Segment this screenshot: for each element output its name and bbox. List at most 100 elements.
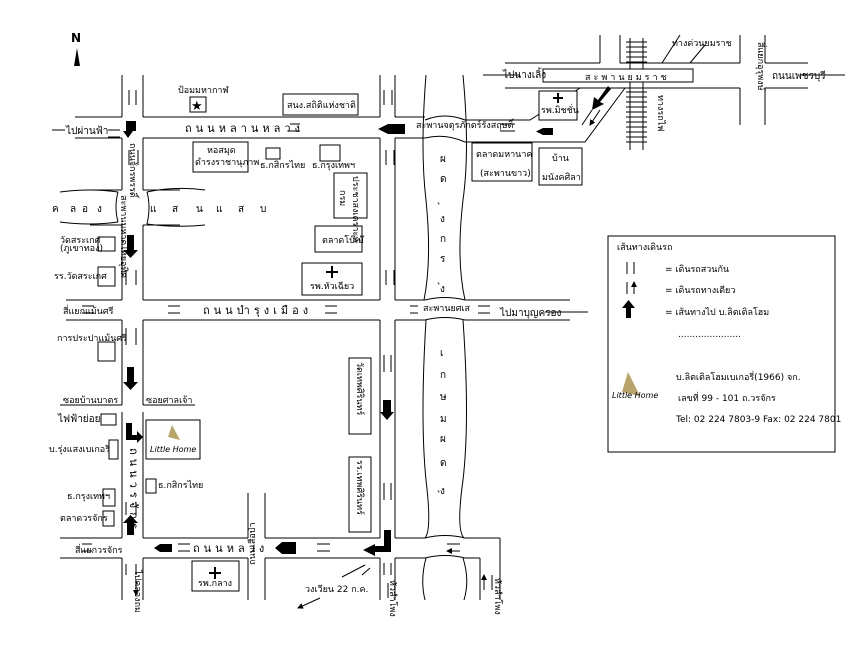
khlong-saen-saep-canal bbox=[59, 187, 206, 227]
road-label-luang: ถนนหลวง bbox=[193, 542, 268, 555]
traffic-arrows bbox=[52, 74, 845, 608]
svg-text:ง: ง bbox=[440, 214, 445, 225]
place-pom-mahakan: ป้อมมหากาฬ bbox=[178, 85, 229, 96]
svg-text:ร: ร bbox=[440, 254, 446, 265]
svg-text:บ: บ bbox=[260, 204, 266, 215]
place-krungthep-2: ธ.กรุงเทพฯ bbox=[67, 492, 110, 502]
legend-company: บ.ลิตเติลโฮมเบเกอรี่(1966) จก. bbox=[676, 370, 801, 383]
star-icon: ★ bbox=[191, 99, 203, 114]
legend-item-route: = เส้นทางไป บ.ลิตเติลโฮม bbox=[665, 307, 769, 318]
direction-hua-lamphong-1: หัวลำโพง bbox=[387, 580, 398, 617]
legend-logo: Little Home bbox=[612, 372, 658, 400]
buildings bbox=[97, 68, 694, 592]
place-waterworks: การประปาแม้นศรี bbox=[57, 333, 127, 344]
svg-text:ก: ก bbox=[440, 370, 446, 381]
place-mission-hospital: รพ.มิชชั่น bbox=[541, 103, 579, 116]
svg-text:Little Home: Little Home bbox=[150, 445, 196, 454]
svg-text:เ: เ bbox=[440, 348, 443, 359]
road-label-lan-luang: ถนนหลานหลวง bbox=[185, 122, 304, 135]
direction-hua-lamphong-2: หัวลำโพง bbox=[492, 578, 503, 615]
expressway-label: ทางด่วนยมราช bbox=[672, 39, 732, 49]
place-bakery-shop: บ.รุ่งแสงเบเกอรี่ bbox=[49, 442, 110, 455]
legend-dots: ...................... bbox=[678, 330, 741, 340]
place-thep-school: รร.เทพศิรินทร์ bbox=[354, 460, 366, 515]
place-wat-saket-1: วัดสระเกศ bbox=[60, 236, 101, 246]
railway-label: ทางรถไฟ bbox=[655, 95, 666, 132]
svg-text:ง: ง bbox=[97, 204, 102, 215]
svg-text:N: N bbox=[71, 31, 81, 45]
svg-text:ค: ค bbox=[52, 204, 59, 215]
place-worachak-market: ตลาดวรจักร bbox=[60, 514, 108, 524]
place-mahanak-market-1: ตลาดมหานาค bbox=[476, 150, 532, 160]
svg-text:Little Home: Little Home bbox=[612, 391, 658, 400]
place-library-2: ดำรงราชานุภาพ bbox=[195, 157, 259, 168]
legend-item-two-way: = เดินรถสวนกัน bbox=[665, 264, 729, 275]
route-arrows bbox=[123, 86, 611, 556]
place-hua-chiew: รพ.หัวเฉียว bbox=[310, 281, 354, 292]
svg-text:ก: ก bbox=[440, 234, 446, 245]
bridge-kasat-suek: สะพานยศเส bbox=[423, 304, 471, 314]
north-arrow-icon: N bbox=[71, 31, 81, 66]
soi-ban-bat: ซอยบ้านบาตร bbox=[63, 395, 118, 406]
place-wat-saket-2: (ภูเขาทอง) bbox=[60, 244, 103, 254]
legend-arrow-icons bbox=[626, 262, 634, 294]
svg-text:ง: ง bbox=[440, 284, 445, 295]
svg-text:ษ: ษ bbox=[440, 392, 447, 403]
direction-khlong-thom: ไปคลองถม bbox=[132, 569, 143, 613]
legend-item-one-way: = เดินรถทางเดียว bbox=[665, 285, 735, 296]
bridge-chakkraphat: สะพานมหาดไทยอุทิศ bbox=[118, 195, 129, 278]
bridge-yommarat: สะพานยมราช bbox=[585, 73, 670, 83]
legend-title: เส้นทางเดินรถ bbox=[617, 242, 672, 253]
intersection-maensri: สี่แยกแม้นศรี bbox=[63, 304, 114, 317]
svg-text:ผ: ผ bbox=[440, 434, 446, 445]
place-klang-hospital: รพ.กลาง bbox=[198, 579, 232, 589]
place-ban-manangkhasila-1: บ้าน bbox=[552, 153, 569, 164]
svg-text:น: น bbox=[196, 204, 203, 215]
svg-text:ด: ด bbox=[440, 174, 447, 185]
place-fai-fa-yoi: ไฟฟ้าย่อย bbox=[57, 413, 101, 425]
hospital-cross-icon bbox=[209, 93, 563, 579]
svg-text:อ: อ bbox=[82, 204, 88, 215]
legend-contact: Tel: 02 224 7803-9 Fax: 02 224 7801 bbox=[675, 415, 841, 425]
svg-text:ส: ส bbox=[238, 204, 244, 215]
place-kasikorn-1: ธ.กสิกรไทย bbox=[260, 160, 305, 171]
place-krungthep-1: ธ.กรุงเทพฯ bbox=[312, 161, 355, 171]
road-network bbox=[60, 34, 808, 600]
svg-text:แ: แ bbox=[150, 204, 156, 215]
place-welfare-2: ประชาสงเคราะห์ bbox=[350, 176, 362, 242]
svg-text:ส: ส bbox=[172, 204, 178, 215]
place-mahanak-market-2: (สะพานขาว) bbox=[480, 169, 531, 179]
svg-text:ผ: ผ bbox=[440, 154, 446, 165]
bridge-chaturaphak: สะพานจตุรภักตร์รังสฤษดิ์ bbox=[416, 118, 515, 131]
canal-label-phadung: ผด ุง กร ุง เก ษม ผด ุง bbox=[437, 154, 447, 497]
legend-route-arrow-icon bbox=[622, 300, 635, 318]
svg-text:ุ: ุ bbox=[437, 202, 440, 205]
direction-nang-loeng: ไปนางเลิ้ง bbox=[502, 67, 546, 81]
road-label-bamrung-mueang: ถนนบำรุงเมือง bbox=[203, 304, 312, 317]
place-ban-manangkhasila-2: มนังคศิลา bbox=[542, 172, 581, 183]
svg-text:ล: ล bbox=[70, 204, 76, 215]
svg-text:ด: ด bbox=[440, 458, 447, 469]
place-wat-thep: วัดเทพศิรินทร์ bbox=[354, 362, 366, 415]
svg-text:แ: แ bbox=[216, 204, 222, 215]
canal-label-saen-saep: คล อง แ ส น แ ส บ bbox=[52, 204, 266, 215]
little-home-logo: Little Home bbox=[150, 425, 196, 454]
soi-san-chao: ซอยศาลเจ้า bbox=[146, 395, 192, 406]
railway bbox=[626, 38, 647, 150]
intersection-urupong: สี่แยกอุรุพงษ์ bbox=[755, 42, 768, 91]
place-kasikorn-2: ธ.กสิกรไทย bbox=[158, 480, 203, 491]
direction-mahanak: ไปมาบุญครอง bbox=[499, 307, 562, 319]
svg-text:ม: ม bbox=[440, 414, 447, 425]
road-label-suea-pa: ถนนเสือป่า bbox=[247, 523, 258, 566]
place-stats-office: สนง.สถิติแห่งชาติ bbox=[287, 100, 356, 111]
place-welfare-1: กรม bbox=[337, 190, 347, 206]
place-bobae-market: ตลาดโบ๊เบ๊ bbox=[322, 235, 365, 246]
direction-phan-fa: ไปผ่านฟ้า bbox=[65, 125, 108, 137]
legend-panel: เส้นทางเดินรถ = เดินรถสวนกัน = เดินรถทาง… bbox=[607, 235, 841, 453]
legend-address: เลขที่ 99 - 101 ถ.วรจักร bbox=[678, 391, 776, 404]
place-library-1: หอสมุด bbox=[207, 146, 236, 156]
intersection-worachak: สี่แยกวรจักร bbox=[75, 543, 123, 556]
road-label-worachak: ถนนวรจักร bbox=[127, 448, 140, 533]
svg-text:ง: ง bbox=[440, 486, 445, 497]
